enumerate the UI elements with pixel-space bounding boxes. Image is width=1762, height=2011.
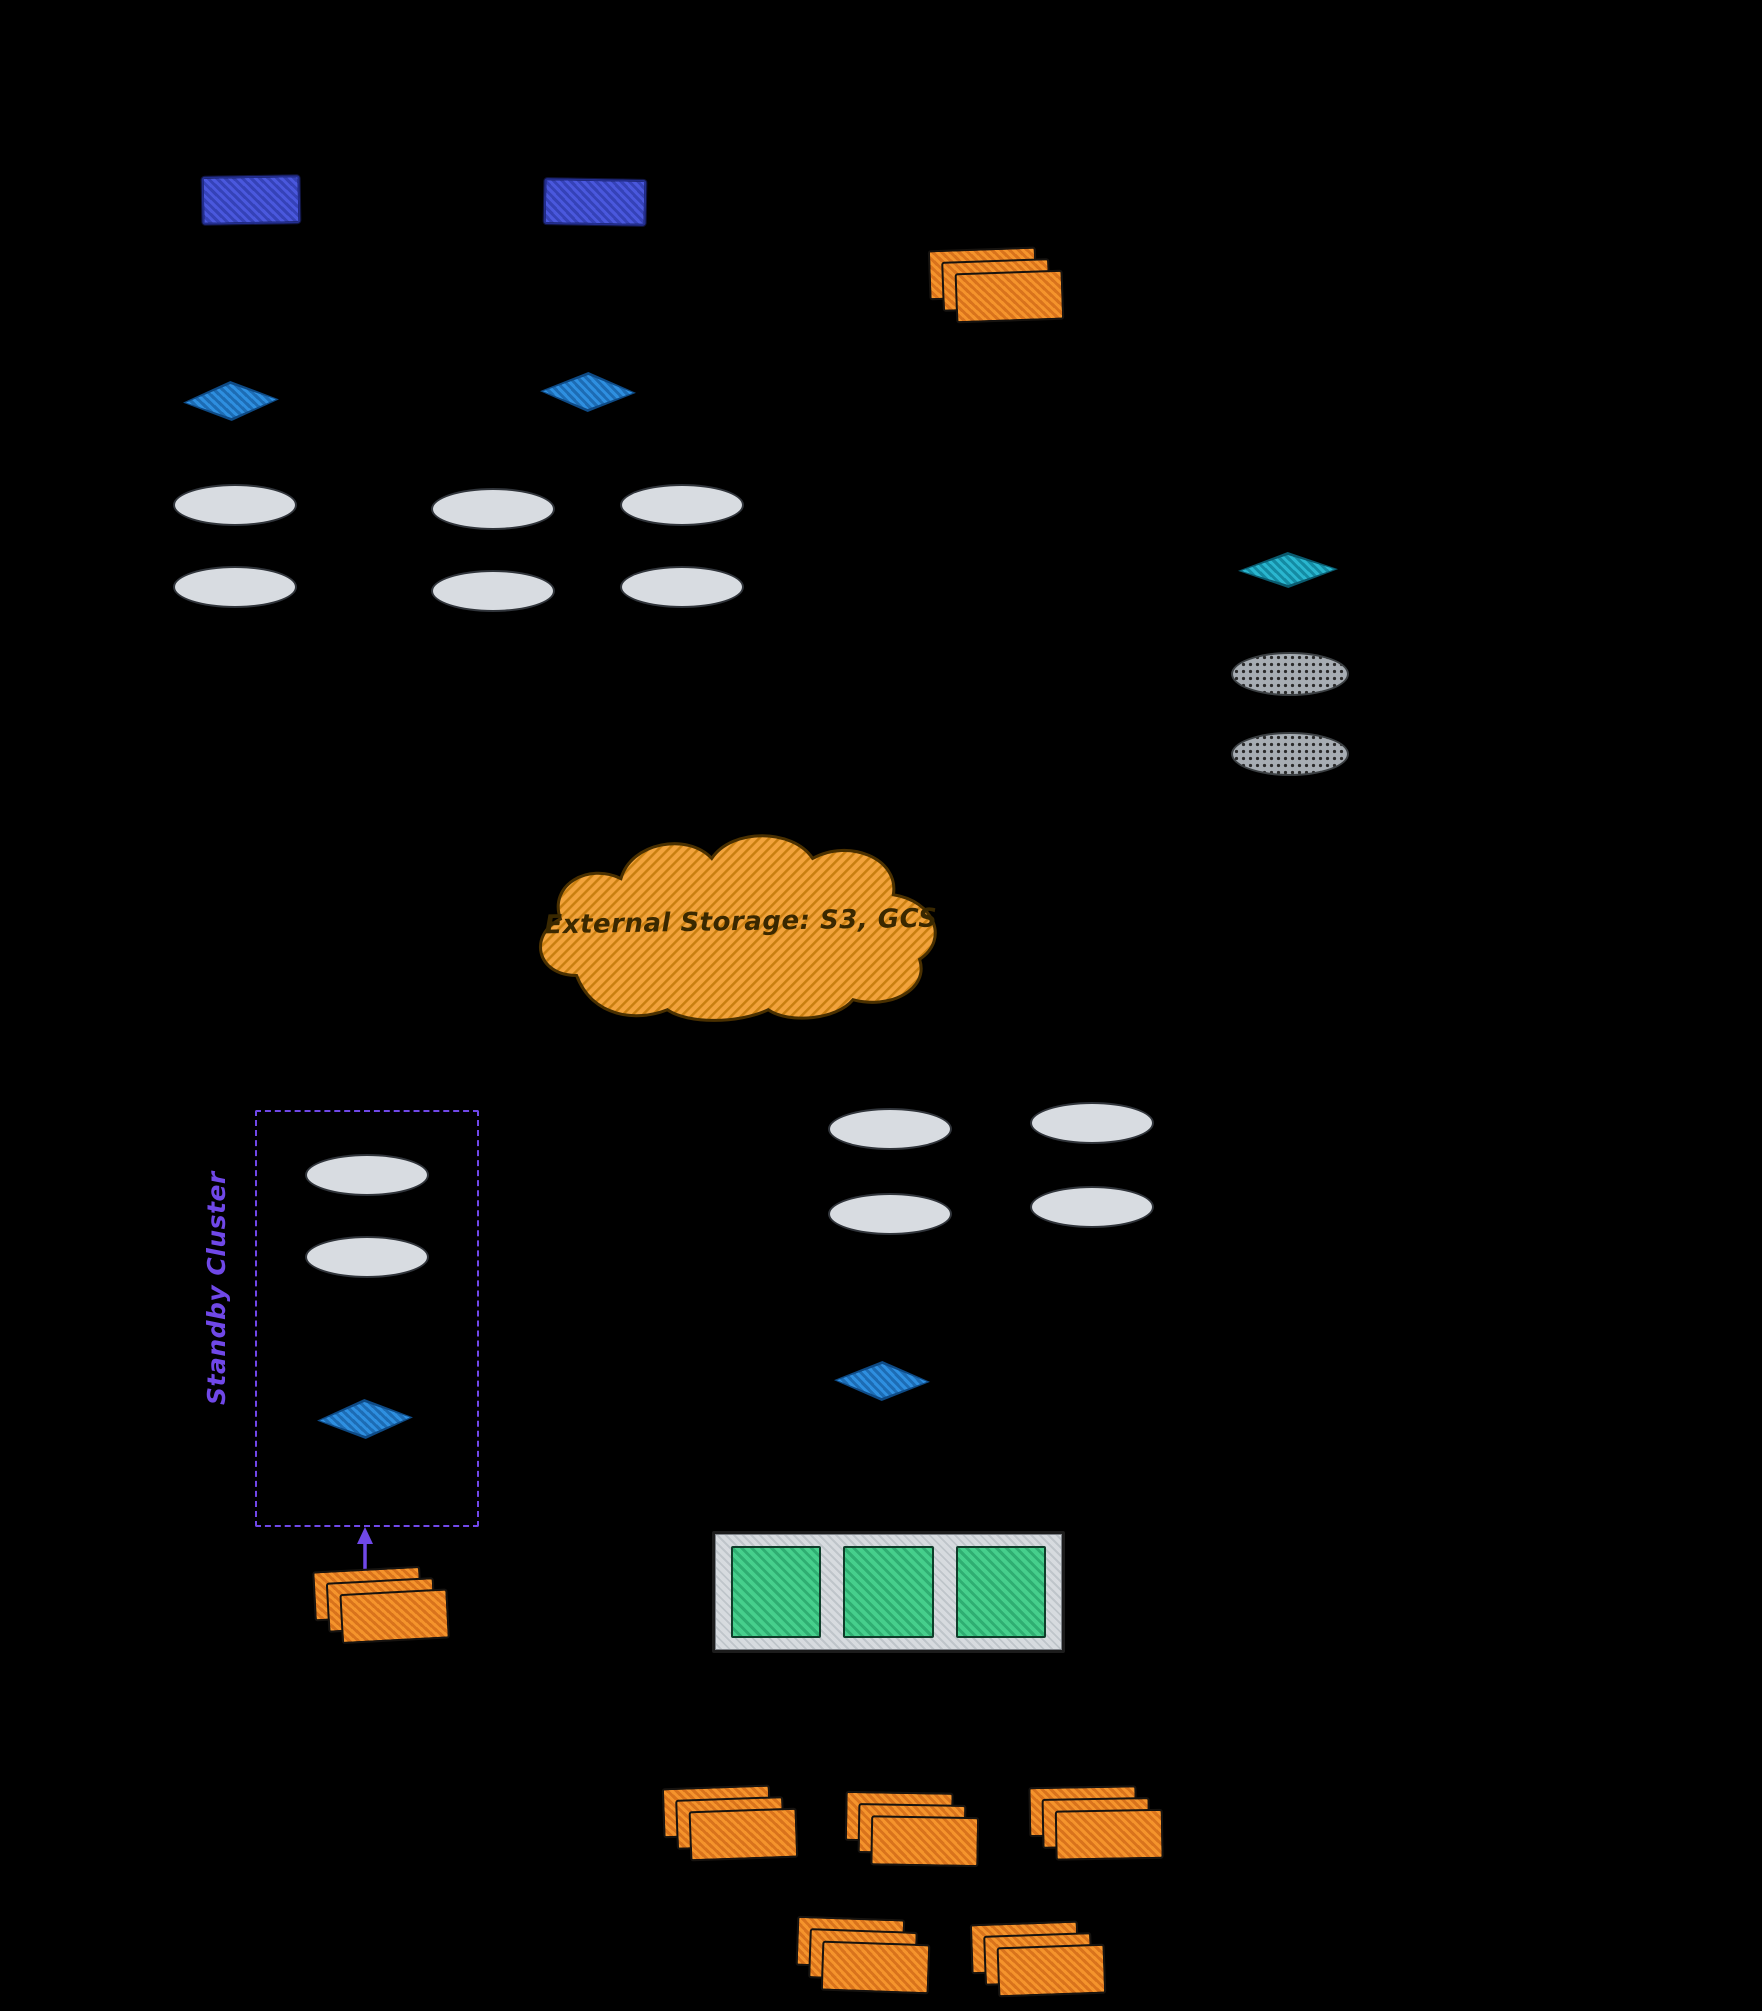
shard-cell xyxy=(955,1546,1046,1638)
external-storage-cloud: External Storage: S3, GCS xyxy=(514,822,968,1024)
active-node-ellipse xyxy=(828,1193,952,1235)
file-rect xyxy=(688,1807,799,1862)
standby-router-diamond xyxy=(316,1397,413,1440)
node-ellipse xyxy=(620,566,744,608)
shard-cell xyxy=(843,1546,934,1638)
file-stack-bottom xyxy=(661,1784,799,1862)
router-diamond-left xyxy=(182,379,279,422)
standby-node-ellipse xyxy=(305,1236,429,1278)
shard-cell xyxy=(731,1546,822,1638)
dotted-node-ellipse xyxy=(1231,732,1349,776)
standby-cluster-box xyxy=(255,1110,479,1527)
file-stack-bottom xyxy=(969,1920,1107,1998)
standby-node-ellipse xyxy=(305,1154,429,1196)
file-rect xyxy=(339,1588,450,1645)
blue-box-left xyxy=(201,175,301,225)
file-stack-bottom xyxy=(795,1915,931,1995)
dotted-node-ellipse xyxy=(1231,652,1349,696)
file-rect xyxy=(820,1940,931,1995)
file-stack-standby xyxy=(312,1565,450,1645)
node-ellipse xyxy=(431,570,555,612)
node-ellipse xyxy=(620,484,744,526)
file-rect xyxy=(996,1943,1107,1998)
file-stack-bottom xyxy=(844,1790,980,1868)
teal-router-diamond xyxy=(1238,551,1339,589)
standby-cluster-label: Standby Cluster xyxy=(202,1171,231,1405)
router-diamond-right xyxy=(540,371,637,413)
node-ellipse xyxy=(431,488,555,530)
file-rect xyxy=(954,269,1065,324)
active-node-ellipse xyxy=(1030,1186,1154,1228)
file-stack-top-right xyxy=(927,246,1065,324)
file-stack-bottom xyxy=(1028,1785,1164,1861)
active-router-diamond xyxy=(834,1360,931,1402)
node-ellipse xyxy=(173,484,297,526)
cloud-shape xyxy=(539,834,937,1022)
active-node-ellipse xyxy=(828,1108,952,1150)
file-rect xyxy=(1054,1808,1164,1861)
active-node-ellipse xyxy=(1030,1102,1154,1144)
node-ellipse xyxy=(173,566,297,608)
file-rect xyxy=(870,1815,980,1868)
blue-box-right xyxy=(543,178,647,226)
shard-container xyxy=(712,1531,1065,1653)
